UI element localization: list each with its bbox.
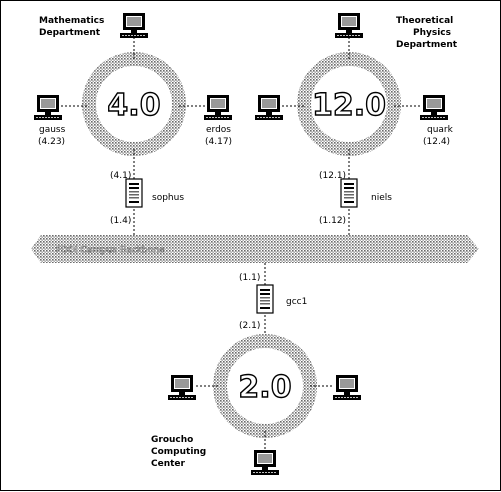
physics-top-workstation-icon — [334, 12, 364, 39]
sophus-name: sophus — [152, 193, 184, 203]
sophus-address-bottom: (1.4) — [110, 216, 131, 226]
groucho-network-number: 2.0 — [238, 370, 291, 405]
groucho-bottom-workstation-icon — [250, 449, 280, 476]
quark-name: quark — [427, 125, 454, 135]
gcc1-name: gcc1 — [286, 297, 307, 307]
physics-left-workstation-icon — [254, 94, 284, 121]
niels-name: niels — [371, 193, 392, 203]
physics-network-number: 12.0 — [312, 88, 386, 123]
gcc1-gateway-icon — [256, 284, 274, 314]
gcc1-address-top: (1.1) — [239, 273, 260, 283]
sophus-address-top: (4.1) — [110, 171, 131, 181]
groucho-title-line1: Groucho — [151, 435, 193, 445]
niels-address-top: (12.1) — [319, 171, 346, 181]
math-title-line2: Department — [39, 28, 101, 38]
physics-title-line1: Theoretical — [396, 16, 453, 26]
gcc1-address-bottom: (2.1) — [239, 321, 260, 331]
gauss-name: gauss — [39, 125, 66, 135]
gauss-workstation-icon — [33, 94, 63, 121]
groucho-title-line2: Computing — [151, 447, 206, 457]
niels-address-bottom: (1.12) — [319, 216, 346, 226]
physics-title-line3: Department — [396, 40, 458, 50]
erdos-address: (4.17) — [205, 137, 232, 147]
fddi-backbone — [31, 235, 479, 263]
math-network-number: 4.0 — [107, 88, 160, 123]
groucho-title-line3: Center — [151, 459, 186, 469]
backbone-label: FDDI Campus Backbone — [56, 246, 165, 256]
groucho-right-workstation-icon — [332, 374, 362, 401]
quark-address: (12.4) — [423, 137, 450, 147]
groucho-left-workstation-icon — [167, 374, 197, 401]
physics-title-line2: Physics — [413, 28, 451, 38]
niels-gateway-icon — [340, 178, 358, 208]
math-top-workstation-icon — [119, 12, 149, 39]
gauss-address: (4.23) — [38, 137, 65, 147]
math-title-line1: Mathematics — [39, 16, 104, 26]
sophus-gateway-icon — [125, 178, 143, 208]
erdos-workstation-icon — [203, 94, 233, 121]
quark-workstation-icon — [419, 94, 449, 121]
erdos-name: erdos — [206, 125, 231, 135]
